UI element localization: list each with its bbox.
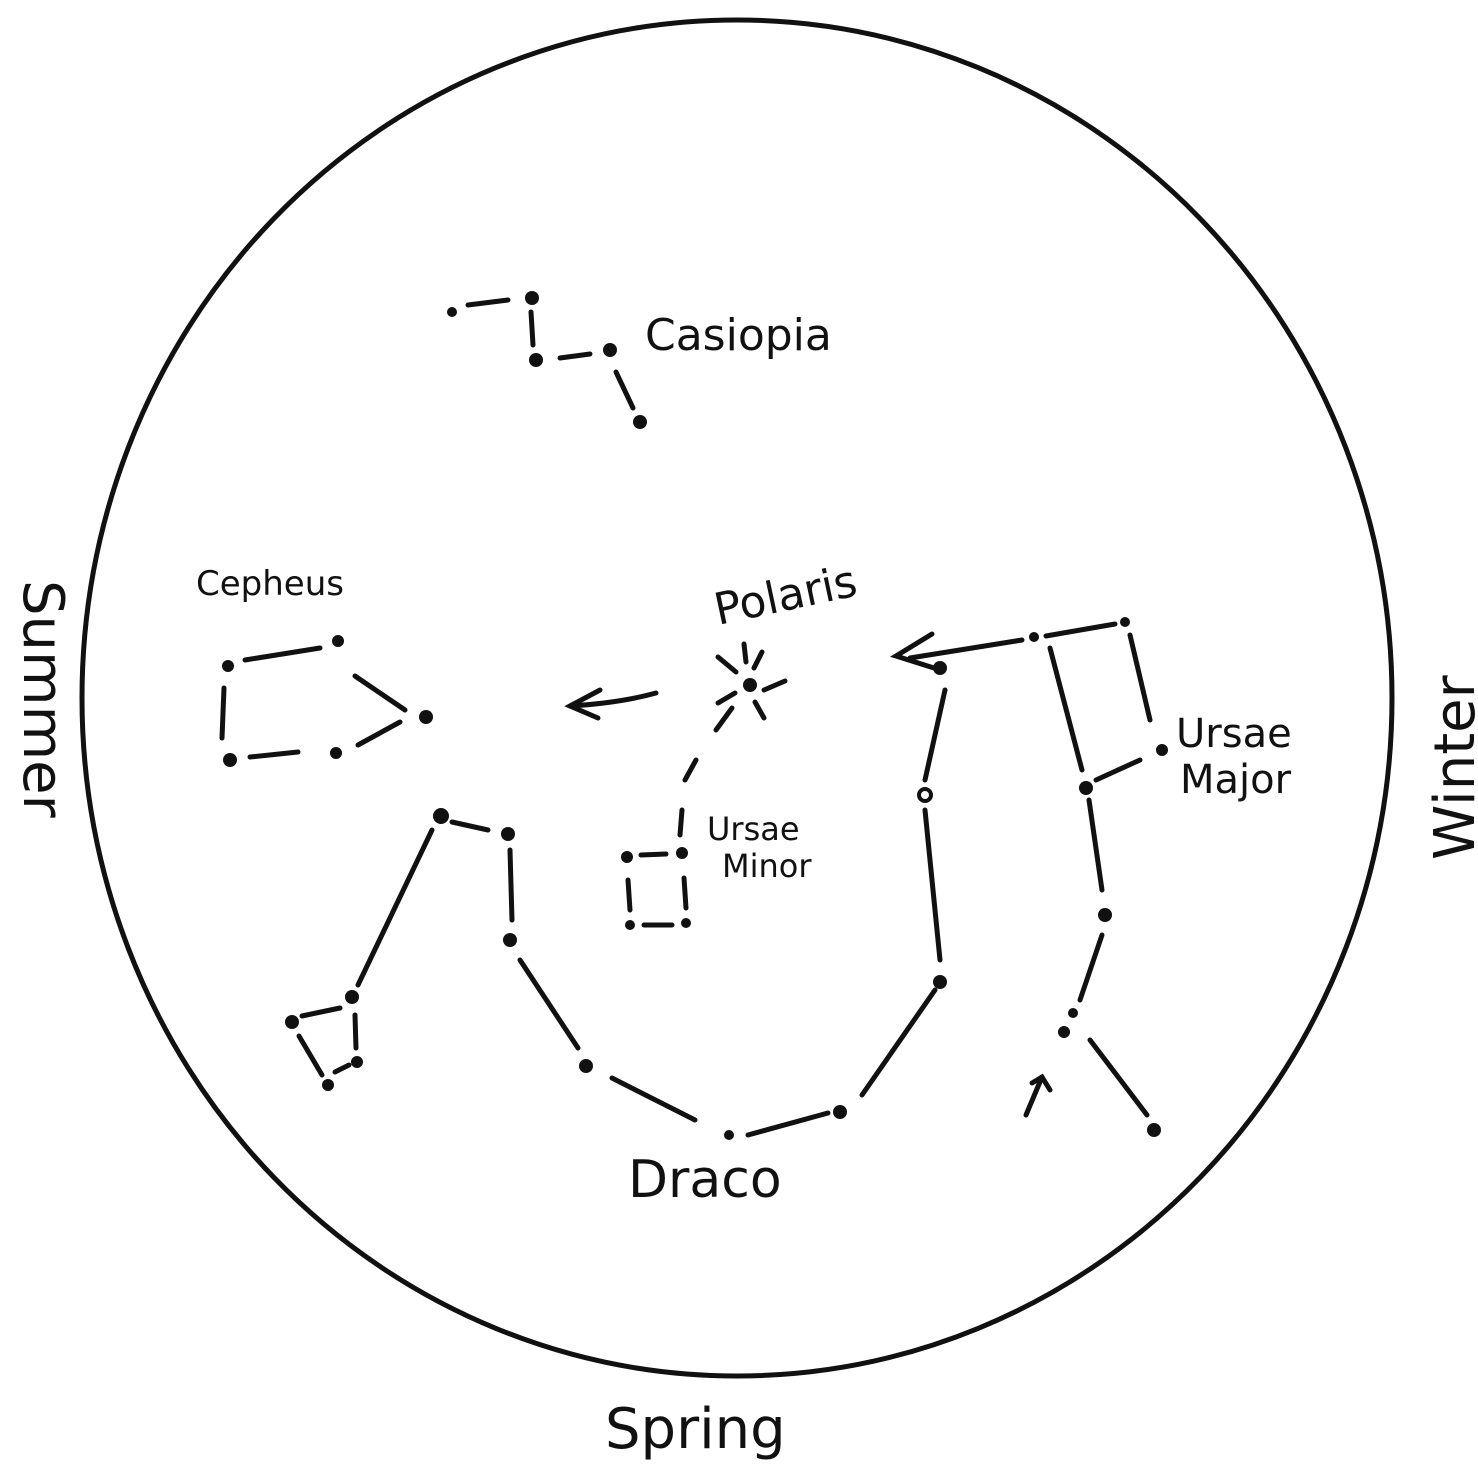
sky-circle bbox=[79, 17, 1395, 1379]
stars bbox=[222, 291, 1168, 1140]
label-draco: Draco bbox=[628, 1150, 782, 1210]
polaris-star bbox=[743, 678, 757, 692]
constellation-draco bbox=[296, 687, 948, 1138]
label-ursae-major-1: Ursae bbox=[1176, 711, 1292, 757]
label-casiopia: Casiopia bbox=[645, 310, 832, 361]
polaris-starburst bbox=[715, 641, 788, 721]
constellation-casiopia bbox=[465, 297, 636, 411]
label-ursae-minor-1: Ursae bbox=[707, 810, 800, 848]
constellation-ursae-minor bbox=[625, 705, 735, 928]
label-winter: Winter bbox=[1423, 674, 1478, 860]
label-cepheus: Cepheus bbox=[196, 564, 344, 604]
label-ursae-minor-2: Minor bbox=[722, 847, 812, 885]
constellation-ursae-major bbox=[1023, 621, 1153, 1118]
label-ursae-major-2: Major bbox=[1180, 757, 1292, 803]
arrow-toward-cepheus bbox=[564, 687, 659, 721]
label-summer: Summer bbox=[10, 580, 75, 819]
arrow-toward-polaris bbox=[890, 631, 1025, 671]
label-spring: Spring bbox=[605, 1397, 786, 1462]
constellation-cepheus bbox=[219, 645, 408, 760]
